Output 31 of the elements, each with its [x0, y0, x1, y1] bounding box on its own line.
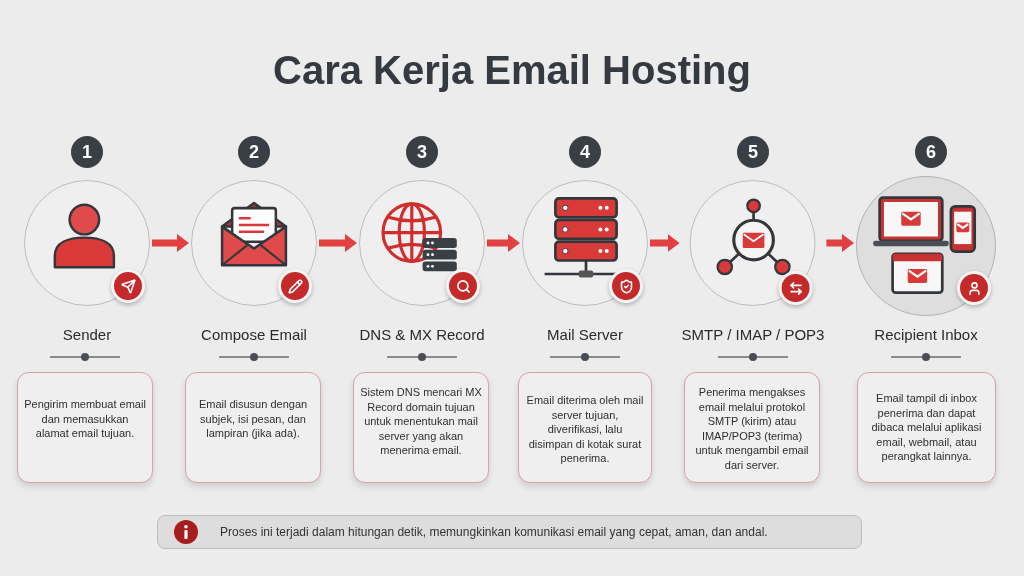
- step-label: DNS & MX Record: [359, 326, 485, 344]
- step-label: Recipient Inbox: [874, 326, 978, 344]
- step-label: Mail Server: [547, 326, 623, 344]
- step-card: [684, 372, 820, 483]
- step-card: [857, 372, 996, 483]
- step-label: Compose Email: [201, 326, 307, 344]
- step-card: [518, 372, 652, 483]
- arrow: [487, 234, 520, 252]
- step-number-badge: 6: [915, 136, 947, 168]
- step-description: Pengirim membuat email dan memasukkan alamat email tujuan.: [24, 397, 146, 441]
- step-description: Penerima mengakses email melalui protokol SMTP (kirim) atau IMAP/POP3 (terima) untuk mengambil email dari server.: [694, 385, 810, 472]
- step-number-badge: 5: [737, 136, 769, 168]
- step-description: Email diterima oleh mail server tujuan, diverifikasi, lalu disimpan di kotak surat penerima.: [525, 393, 645, 466]
- arrow: [319, 234, 357, 252]
- step-label: Sender: [62, 326, 112, 344]
- info-banner: [157, 515, 862, 549]
- arrow: [650, 234, 680, 252]
- step-description: Email tampil di inbox penerima dan dapat dibaca melalui aplikasi email, webmail, atau perangkat lainnya.: [870, 391, 983, 464]
- step-description: Email disusun dengan subjek, isi pesan, dan lampiran (jika ada).: [197, 397, 309, 441]
- step-number-badge: 3: [406, 136, 438, 168]
- step-number-badge: 2: [238, 136, 270, 168]
- info-text: Proses ini terjadi dalam hitungan detik, memungkinkan komunikasi email yang cepat, aman, dan andal.: [220, 524, 768, 540]
- title: Cara Kerja Email Hosting: [273, 47, 751, 94]
- step-card: [353, 372, 489, 483]
- step-label: SMTP / IMAP / POP3: [681, 326, 825, 344]
- step-card: [17, 372, 153, 483]
- step-number-badge: 1: [71, 136, 103, 168]
- step-number-badge: 4: [569, 136, 601, 168]
- step-description: Sistem DNS mencari MX Record domain tujuan untuk menentukan mail server yang akan menerima email.: [360, 385, 482, 458]
- arrow: [152, 234, 189, 252]
- step-card: [185, 372, 321, 483]
